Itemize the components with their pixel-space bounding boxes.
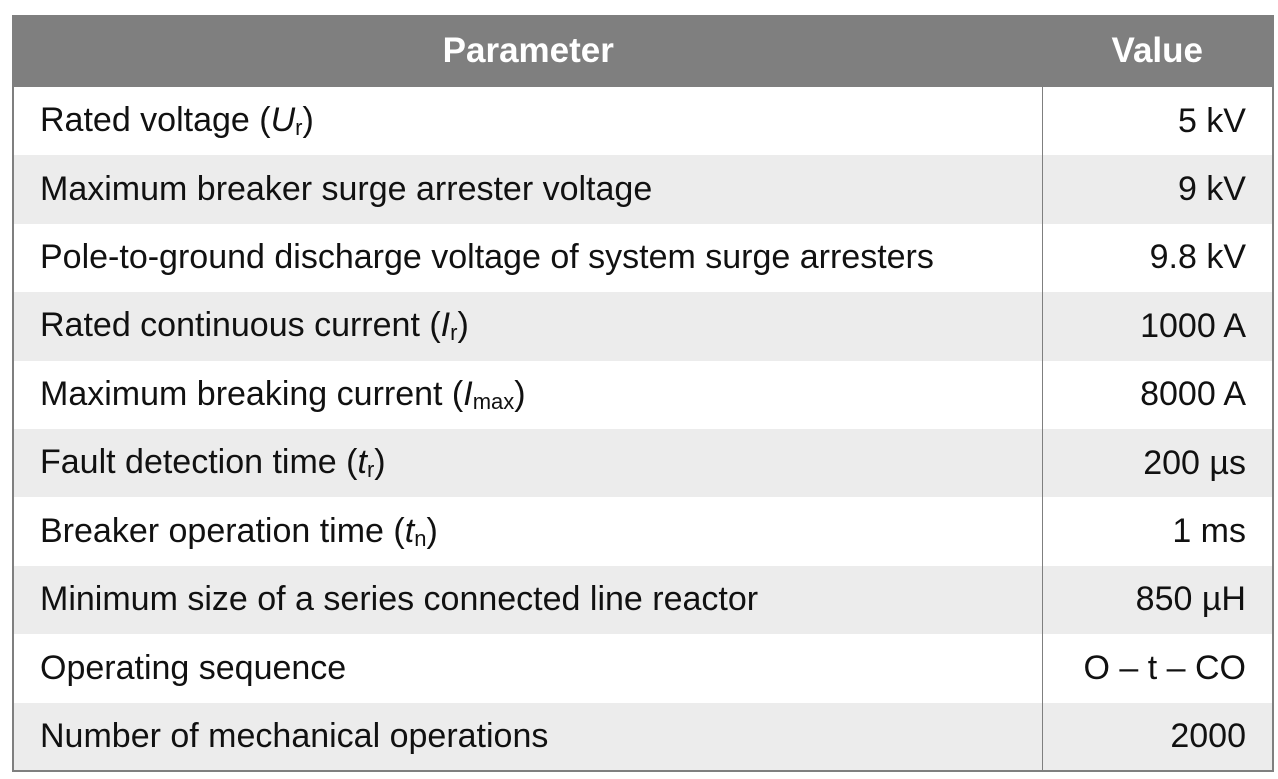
parameter-label: Minimum size of a series connected line …: [40, 580, 759, 619]
row-parameter: Number of mechanical operations: [13, 702, 1044, 771]
row-parameter: Pole-to-ground discharge voltage of syst…: [13, 223, 1044, 293]
row-value: 9 kV: [1177, 170, 1246, 209]
table-row: Operating sequence O – t – CO: [13, 634, 1273, 703]
row-value: 8000 A: [1140, 375, 1246, 414]
row-value: 1 ms: [1172, 512, 1246, 551]
row-parameter: Rated voltage (Ur): [13, 87, 1044, 156]
table-header-row: Parameter Value: [13, 15, 1273, 87]
parameter-symbol: t: [404, 511, 415, 550]
parameter-symbol: I: [463, 374, 473, 413]
parameter-subscript: r: [366, 457, 375, 483]
row-parameter: Operating sequence: [13, 634, 1044, 703]
row-value: 1000 A: [1140, 306, 1246, 345]
row-parameter: Rated continuous current (Ir): [13, 292, 1044, 361]
table-row: Fault detection time (tr) 200 µs: [13, 428, 1273, 498]
table-row: Breaker operation time (tn) 1 ms: [13, 497, 1273, 566]
parameter-close: ): [457, 306, 469, 345]
parameter-label: Pole-to-ground discharge voltage of syst…: [40, 238, 934, 277]
row-value: 850 µH: [1135, 580, 1246, 619]
parameter-symbol: U: [270, 101, 296, 140]
parameter-subscript: n: [414, 525, 427, 551]
parameter-label: Maximum breaking current (: [40, 374, 464, 413]
table-row: Pole-to-ground discharge voltage of syst…: [13, 223, 1273, 293]
parameter-close: ): [426, 511, 438, 550]
table-row: Rated continuous current (Ir) 1000 A: [13, 292, 1273, 361]
row-value: 5 kV: [1177, 101, 1246, 140]
table-row: Number of mechanical operations 2000: [13, 702, 1273, 771]
parameter-label: Number of mechanical operations: [40, 716, 549, 755]
row-parameter: Maximum breaker surge arrester voltage: [13, 155, 1044, 224]
parameter-label: Operating sequence: [40, 648, 347, 687]
parameters-table: Parameter Value Rated voltage (Ur) 5 kV …: [12, 15, 1274, 772]
parameter-close: ): [514, 374, 526, 413]
table-row: Rated voltage (Ur) 5 kV: [13, 87, 1273, 156]
parameter-label: Maximum breaker surge arrester voltage: [40, 170, 653, 209]
parameter-close: ): [374, 443, 386, 482]
parameter-label: Rated voltage (: [40, 101, 271, 140]
parameter-symbol: I: [440, 306, 451, 345]
parameter-subscript: r: [450, 320, 458, 346]
row-value: 200 µs: [1143, 443, 1246, 482]
row-parameter: Breaker operation time (tn): [13, 497, 1044, 566]
parameter-label: Breaker operation time (: [40, 511, 405, 550]
parameter-symbol: t: [357, 443, 367, 482]
header-parameter: Parameter: [442, 31, 614, 70]
row-value: 2000: [1170, 716, 1246, 755]
table-row: Maximum breaking current (Imax) 8000 A: [13, 360, 1273, 429]
row-parameter: Maximum breaking current (Imax): [13, 360, 1044, 429]
row-parameter: Minimum size of a series connected line …: [13, 565, 1044, 635]
parameter-subscript: max: [472, 388, 515, 414]
parameter-label: Fault detection time (: [40, 443, 358, 482]
parameter-close: ): [302, 101, 314, 140]
row-value: O – t – CO: [1083, 648, 1247, 687]
table-row: Minimum size of a series connected line …: [13, 565, 1273, 635]
parameter-subscript: r: [295, 115, 303, 141]
row-parameter: Fault detection time (tr): [13, 428, 1044, 498]
table-row: Maximum breaker surge arrester voltage 9…: [13, 155, 1273, 224]
row-value: 9.8 kV: [1149, 238, 1246, 277]
header-value: Value: [1111, 31, 1203, 70]
parameter-label: Rated continuous current (: [40, 306, 441, 345]
